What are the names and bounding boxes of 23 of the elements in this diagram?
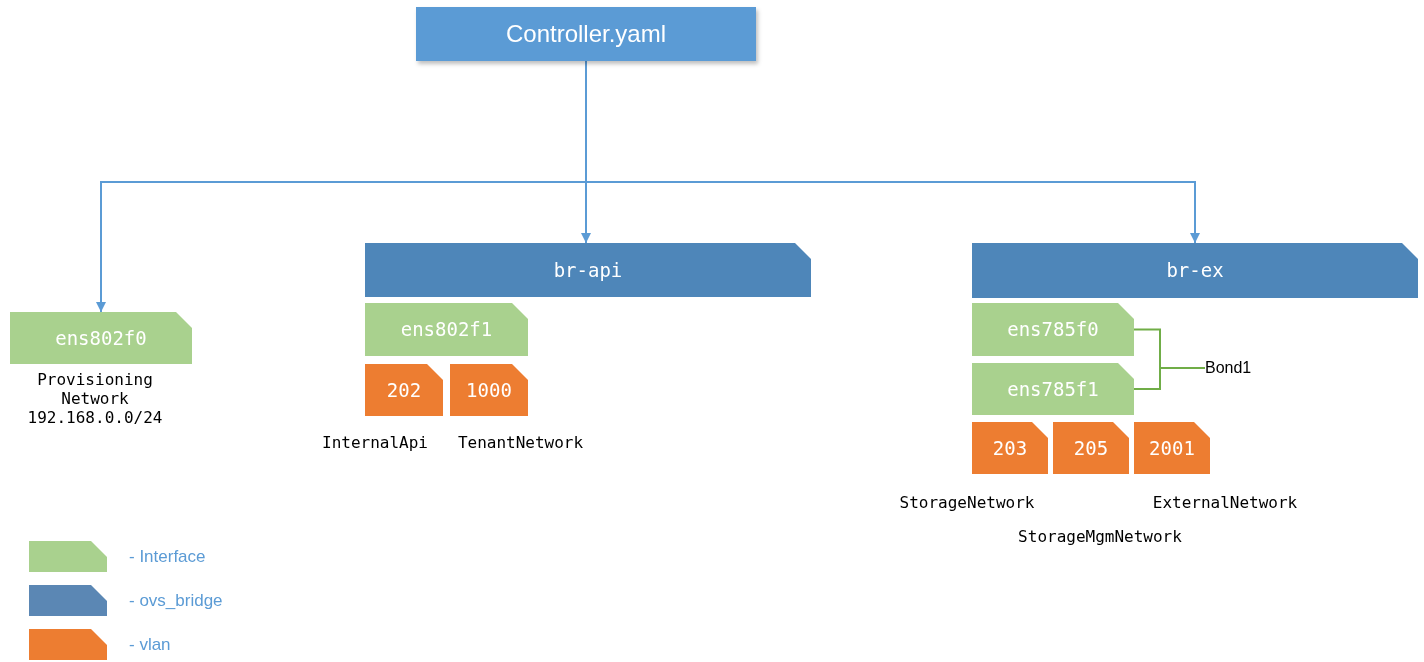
network-label: ExternalNetwork xyxy=(1151,493,1299,512)
legend-text: - Interface xyxy=(129,545,206,568)
network-label: InternalApi xyxy=(321,433,429,452)
interface-box: ens802f1 xyxy=(365,303,528,356)
network-label: Provisioning Network 192.168.0.0/24 xyxy=(26,370,164,427)
vlan-box: 202 xyxy=(365,364,443,416)
bond-label: Bond1 xyxy=(1205,356,1252,380)
vlan-box: 203 xyxy=(972,422,1048,474)
interface-box: ens785f0 xyxy=(972,303,1134,356)
network-label: StorageMgmNetwork xyxy=(1017,527,1183,546)
interface-box: ens785f1 xyxy=(972,363,1134,415)
network-label: StorageNetwork xyxy=(898,493,1036,512)
legend-text: - vlan xyxy=(129,633,171,656)
network-label: TenantNetwork xyxy=(456,433,585,452)
legend-text: - ovs_bridge xyxy=(129,589,223,612)
vlan-box: 2001 xyxy=(1134,422,1210,474)
vlan-box: 1000 xyxy=(450,364,528,416)
bridge-box: br-api xyxy=(365,243,811,297)
interface-box: ens802f0 xyxy=(10,312,192,364)
file-box: Controller.yaml xyxy=(416,7,756,61)
vlan-box: 205 xyxy=(1053,422,1129,474)
bridge-box: br-ex xyxy=(972,243,1418,298)
connector-line xyxy=(1133,367,1206,390)
